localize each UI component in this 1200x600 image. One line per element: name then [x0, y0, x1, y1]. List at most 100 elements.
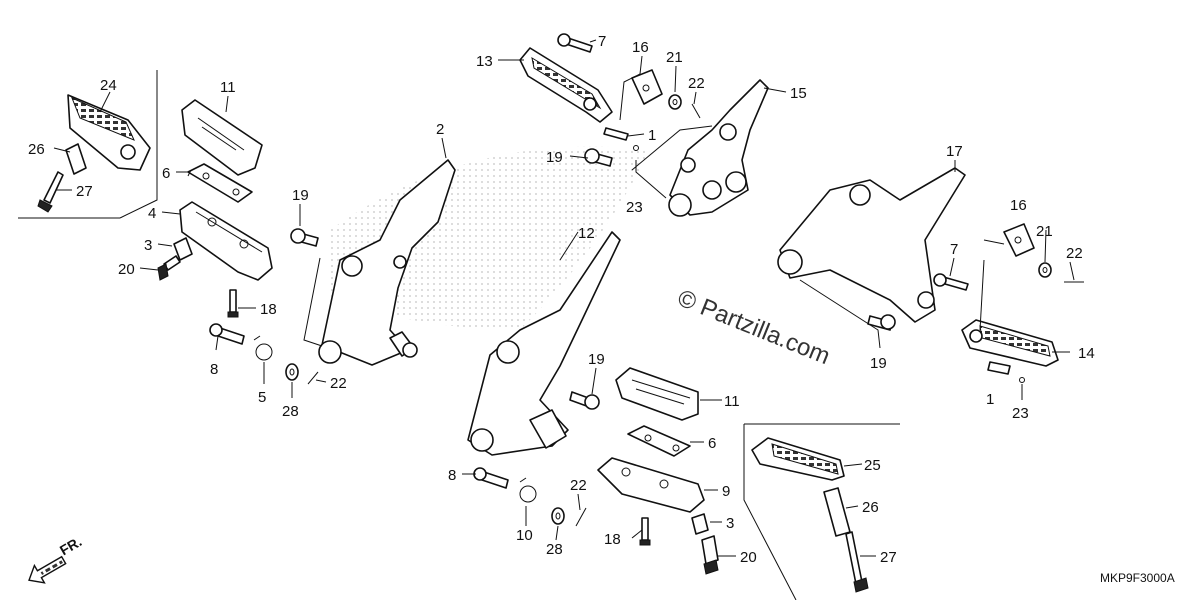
step-bracket-17 — [777, 167, 966, 323]
callout-1a: 1 — [648, 127, 656, 144]
callout-8b: 8 — [448, 467, 456, 484]
callout-19a: 19 — [292, 187, 309, 204]
callout-16a: 16 — [632, 39, 649, 56]
bolt-19d — [867, 314, 896, 331]
pin-7b — [933, 273, 969, 291]
cotter-pin-22b — [691, 103, 701, 119]
callout-2: 2 — [436, 121, 444, 138]
callout-7a: 7 — [598, 33, 606, 50]
clip-23b — [1019, 377, 1025, 383]
callout-6a: 6 — [162, 165, 170, 182]
front-arrow: FR. — [28, 533, 84, 584]
footpeg-rubber-25 — [751, 437, 845, 481]
step-bracket-12 — [467, 231, 621, 456]
callout-22c: 22 — [570, 477, 587, 494]
callout-9: 9 — [722, 483, 730, 500]
footpeg-14 — [961, 319, 1059, 367]
bolt-1a — [603, 127, 629, 141]
pin-8a — [209, 323, 245, 345]
callout-10: 10 — [516, 527, 533, 544]
footpeg-13 — [519, 47, 613, 123]
bolt-19c — [569, 391, 600, 410]
collar-3b — [691, 513, 709, 535]
callout-20a: 20 — [118, 261, 135, 278]
pin-7a — [557, 33, 593, 53]
spring-5 — [253, 335, 273, 361]
plate-16a — [631, 69, 663, 105]
callout-27a: 27 — [76, 183, 93, 200]
callout-20b: 20 — [740, 549, 757, 566]
footpeg-rubber-11a — [181, 99, 263, 176]
footpeg-rubber-11b — [615, 367, 699, 421]
cotter-pin-22a — [307, 371, 319, 385]
footpeg-9 — [597, 457, 705, 513]
callout-26b: 26 — [862, 499, 879, 516]
washer-28b — [551, 507, 565, 525]
callout-26a: 26 — [28, 141, 45, 158]
callout-24a: 24 — [100, 77, 117, 94]
step-bracket-2 — [318, 159, 456, 366]
callout-28a: 28 — [282, 403, 299, 420]
plate-6b — [627, 425, 691, 457]
callout-22a: 22 — [330, 375, 347, 392]
washer-21a — [668, 94, 682, 110]
callout-22b: 22 — [688, 75, 705, 92]
inset-frame-top-left — [18, 70, 158, 219]
collar-26b — [823, 487, 851, 537]
callout-18a: 18 — [260, 301, 277, 318]
callout-22d: 22 — [1066, 245, 1083, 262]
spring-10 — [519, 477, 537, 503]
callout-21b: 21 — [1036, 223, 1053, 240]
callout-6b: 6 — [708, 435, 716, 452]
callout-17: 17 — [946, 143, 963, 160]
bolt-1b — [987, 361, 1011, 375]
bolt-19b — [584, 148, 613, 167]
bolt-20a — [157, 255, 181, 281]
callout-19c: 19 — [588, 351, 605, 368]
leader-lines — [53, 39, 1075, 557]
callout-3a: 3 — [144, 237, 152, 254]
bolt-19a — [290, 228, 319, 247]
callout-11b: 11 — [724, 393, 740, 410]
callout-13: 13 — [476, 53, 493, 70]
cotter-pin-22c — [575, 507, 587, 527]
bolt-27b — [845, 531, 869, 593]
inset-frame-bottom-right — [743, 423, 900, 600]
callout-7b: 7 — [950, 241, 958, 258]
callout-28b: 28 — [546, 541, 563, 558]
callout-19d: 19 — [870, 355, 887, 372]
washer-21b — [1038, 262, 1052, 278]
callout-4: 4 — [148, 205, 156, 222]
watermark-text: © Partzilla.com — [674, 285, 834, 371]
plate-6a — [187, 163, 253, 203]
callout-18b: 18 — [604, 531, 621, 548]
clip-23a — [633, 145, 639, 151]
callout-25: 25 — [864, 457, 881, 474]
callout-16b: 16 — [1010, 197, 1027, 214]
callout-5: 5 — [258, 389, 266, 406]
washer-28a — [285, 363, 299, 381]
diagram-code: MKP9F3000A — [1100, 571, 1175, 585]
callout-15: 15 — [790, 85, 807, 102]
callouts: 24 26 27 11 6 4 3 20 18 8 5 28 22 19 2 1… — [28, 33, 1095, 566]
step-bracket-15 — [668, 79, 769, 217]
callout-1b: 1 — [986, 391, 994, 408]
collar-26a — [65, 143, 87, 175]
callout-27b: 27 — [880, 549, 897, 566]
bolt-18b — [639, 517, 651, 546]
callout-11a: 11 — [220, 79, 236, 96]
callout-23a: 23 — [626, 199, 643, 216]
footpeg-rubber-24 — [67, 94, 151, 171]
callout-8a: 8 — [210, 361, 218, 378]
callout-23b: 23 — [1012, 405, 1029, 422]
collar-3a — [173, 237, 193, 261]
bolt-18a — [227, 289, 239, 318]
bolt-20b — [701, 535, 719, 575]
callout-3b: 3 — [726, 515, 734, 532]
callout-12: 12 — [578, 225, 595, 242]
callout-19b: 19 — [546, 149, 563, 166]
callout-14: 14 — [1078, 345, 1095, 362]
footpeg-4 — [179, 201, 273, 281]
